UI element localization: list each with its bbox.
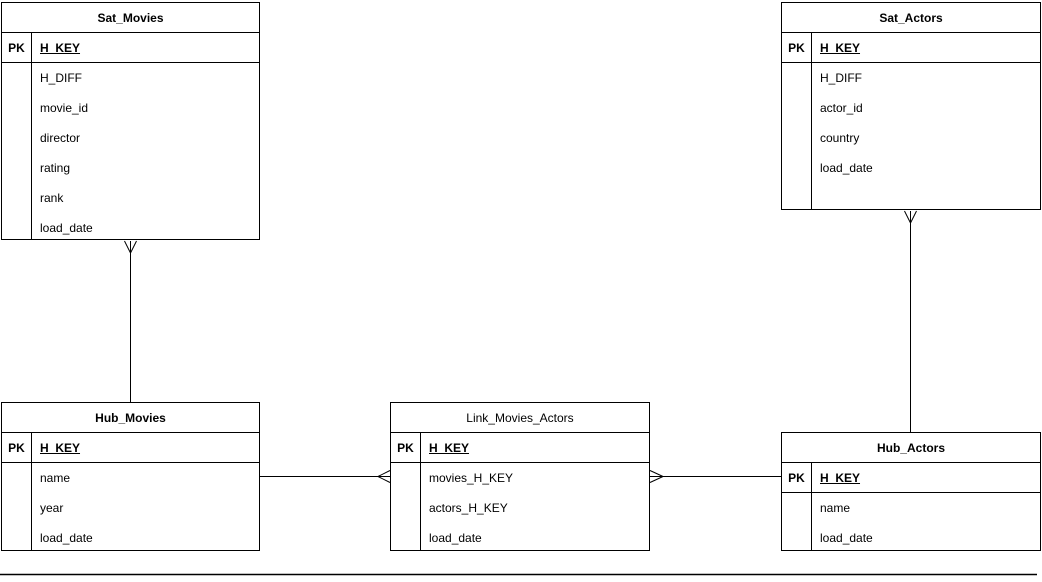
- entity-title: Sat_Movies: [2, 3, 259, 33]
- crow-foot-many-icon: [377, 470, 391, 483]
- attribute: rank: [40, 191, 64, 205]
- pk-badge: PK: [2, 433, 32, 462]
- attribute: load_date: [40, 531, 93, 545]
- attribute: H_DIFF: [40, 71, 82, 85]
- attribute-section: H_DIFF movie_id director rating rank loa…: [2, 63, 259, 239]
- pk-badge: PK: [782, 463, 812, 492]
- attribute: rating: [40, 161, 71, 175]
- primary-key-row: PK H_KEY: [391, 433, 649, 463]
- attribute: name: [40, 471, 71, 485]
- primary-key-row: PK H_KEY: [782, 463, 1040, 493]
- attribute: load_date: [429, 531, 482, 545]
- attribute: year: [40, 501, 64, 515]
- pk-field: H_KEY: [429, 440, 470, 455]
- pk-column-spacer: [2, 463, 32, 550]
- crow-foot-many-icon: [904, 210, 917, 224]
- pk-column-spacer: [391, 463, 421, 550]
- connector-hub-actors-link[interactable]: [649, 470, 781, 483]
- primary-key-row: PK H_KEY: [2, 433, 259, 463]
- pk-column-spacer: [782, 63, 812, 209]
- crow-foot-many-icon: [649, 470, 664, 483]
- attribute: actors_H_KEY: [429, 501, 508, 515]
- attribute: movies_H_KEY: [429, 471, 514, 485]
- pk-badge: PK: [391, 433, 421, 462]
- entity-link-movies-actors[interactable]: Link_Movies_Actors PK H_KEY movies_H_KEY…: [390, 402, 650, 551]
- attribute: load_date: [820, 531, 873, 545]
- entity-title: Sat_Actors: [782, 3, 1040, 33]
- pk-field: H_KEY: [820, 40, 861, 55]
- attribute-section: movies_H_KEY actors_H_KEY load_date: [391, 463, 649, 550]
- primary-key-row: PK H_KEY: [782, 33, 1040, 63]
- connector-hub-movies-link[interactable]: [260, 470, 391, 483]
- pk-field: H_KEY: [40, 40, 81, 55]
- pk-badge: PK: [782, 33, 812, 62]
- crow-foot-many-icon: [124, 240, 137, 254]
- entity-sat-movies[interactable]: Sat_Movies PK H_KEY H_DIFF movie_id dire…: [1, 2, 260, 240]
- connector-hub-actors-sat-actors[interactable]: [904, 210, 917, 432]
- attribute: director: [40, 131, 81, 145]
- attribute: country: [820, 131, 860, 145]
- attribute: actor_id: [820, 101, 863, 115]
- primary-key-row: PK H_KEY: [2, 33, 259, 63]
- attribute-section: name load_date: [782, 493, 1040, 550]
- attribute: load_date: [40, 221, 93, 235]
- entity-title: Hub_Actors: [782, 433, 1040, 463]
- attribute-section: H_DIFF actor_id country load_date: [782, 63, 1040, 209]
- pk-field: H_KEY: [40, 440, 81, 455]
- pk-field: H_KEY: [820, 470, 861, 485]
- entity-hub-movies[interactable]: Hub_Movies PK H_KEY name year load_date: [1, 402, 260, 551]
- entity-title: Hub_Movies: [2, 403, 259, 433]
- attribute-section: name year load_date: [2, 463, 259, 550]
- entity-title: Link_Movies_Actors: [391, 403, 649, 433]
- pk-column-spacer: [782, 493, 812, 550]
- entity-hub-actors[interactable]: Hub_Actors PK H_KEY name load_date: [781, 432, 1041, 551]
- pk-column-spacer: [2, 63, 32, 239]
- entity-sat-actors[interactable]: Sat_Actors PK H_KEY H_DIFF actor_id coun…: [781, 2, 1041, 210]
- connector-hub-movies-sat-movies[interactable]: [124, 240, 137, 402]
- attribute: movie_id: [40, 101, 89, 115]
- attribute: load_date: [820, 161, 873, 175]
- attribute: name: [820, 501, 851, 515]
- attribute: H_DIFF: [820, 71, 862, 85]
- pk-badge: PK: [2, 33, 32, 62]
